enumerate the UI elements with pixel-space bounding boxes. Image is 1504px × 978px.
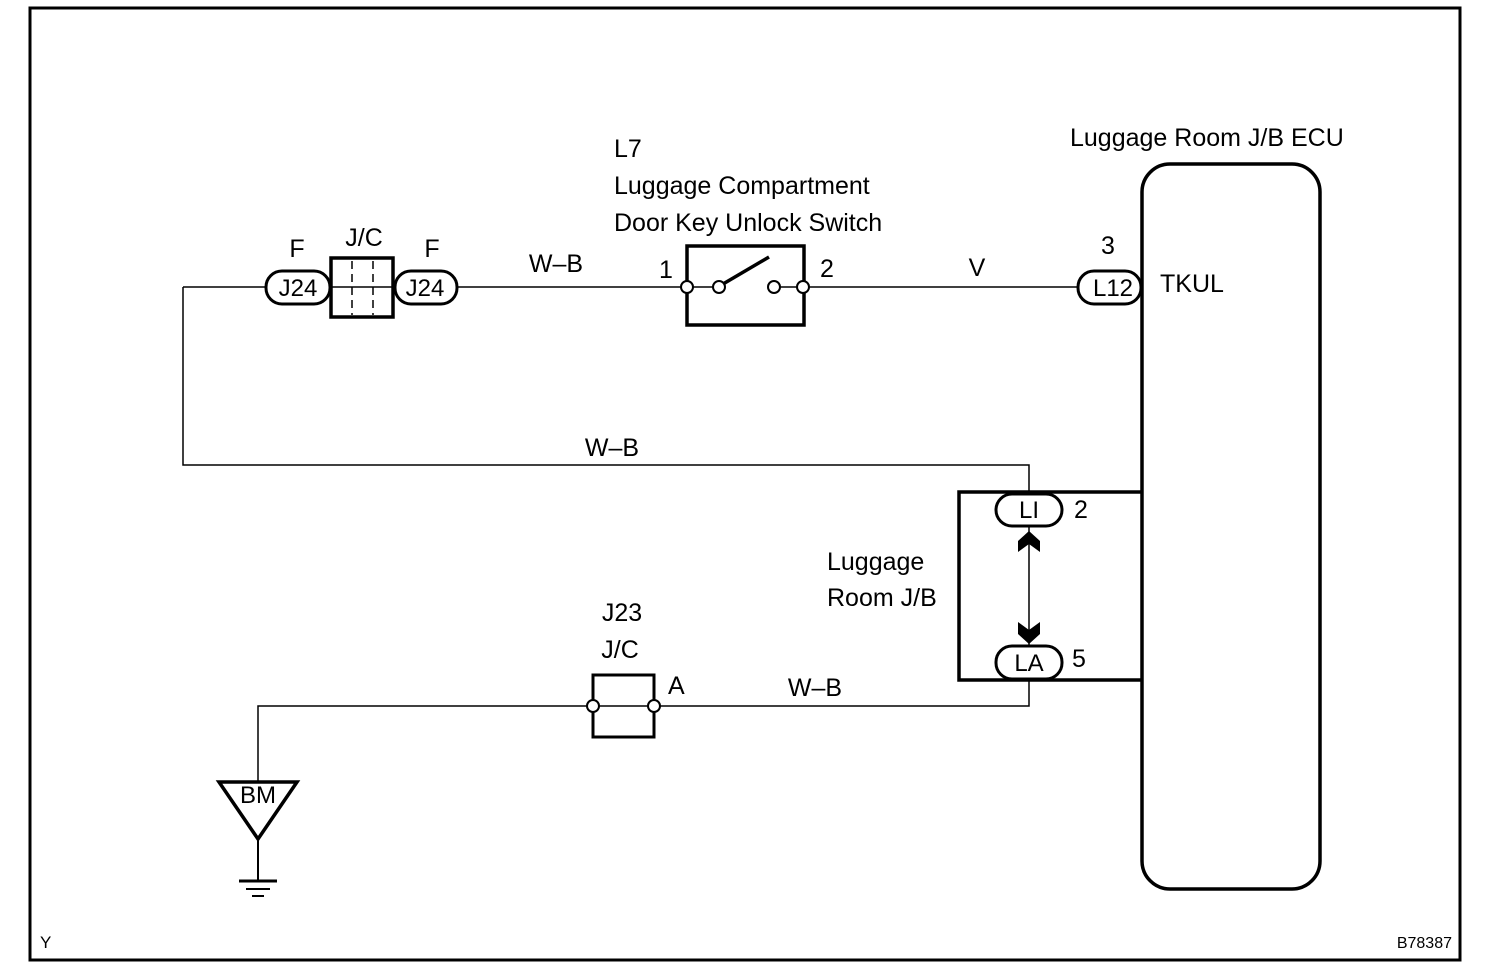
ground-icon: [239, 879, 277, 897]
connector-li-label: LI: [1019, 497, 1039, 524]
chevron-down-icon: [1018, 622, 1040, 644]
switch-pin1-label: 1: [659, 256, 673, 284]
switch-name-line2: Door Key Unlock Switch: [614, 209, 882, 237]
jc-right-side-label: F: [424, 235, 439, 263]
j23-label: J/C: [601, 636, 639, 664]
jb-name-line2: Room J/B: [827, 584, 937, 612]
j23-terminal-left: [586, 699, 600, 713]
wire-color-switch-to-ecu: V: [969, 254, 986, 282]
luggage-room-jb-ecu: Luggage Room J/B ECU 3 L12 TKUL: [1070, 124, 1344, 891]
connector-li-pin: 2: [1074, 496, 1088, 524]
junction-connector-j23: J23 J/C A: [586, 599, 685, 739]
switch-contact-right: [767, 280, 781, 294]
switch-box: [685, 244, 806, 327]
ecu-pin-number: 3: [1101, 232, 1115, 260]
jb-outline: [957, 490, 1142, 682]
switch-terminal-1: [680, 280, 694, 294]
jc-top-label: J/C: [345, 224, 383, 252]
ground-triangle: [215, 780, 301, 843]
jb-name-line1: Luggage: [827, 548, 924, 576]
ecu-title: Luggage Room J/B ECU: [1070, 124, 1344, 152]
wire-loop-to-jb: [182, 287, 1030, 492]
figure-id: B78387: [1397, 935, 1452, 952]
connector-j24-left: [264, 269, 332, 306]
connector-la: [994, 644, 1064, 681]
j23-code: J23: [602, 599, 642, 627]
ground-point-bm: BM: [215, 780, 301, 897]
connector-j24-right-label: J24: [406, 275, 445, 302]
connector-li: [994, 492, 1064, 528]
door-key-unlock-switch: L7 Luggage Compartment Door Key Unlock S…: [614, 135, 882, 327]
corner-label: Y: [40, 933, 51, 952]
wire-color-loop-to-jb: W–B: [585, 434, 639, 462]
wire-j23-to-ground: [257, 705, 593, 783]
connector-la-label: LA: [1014, 650, 1043, 677]
diagram-frame: [28, 6, 1462, 962]
switch-blade: [722, 255, 770, 286]
luggage-room-junction-block: Luggage Room J/B LI 2 LA 5: [827, 490, 1142, 682]
jc-left-side-label: F: [289, 235, 304, 263]
switch-code: L7: [614, 135, 642, 163]
switch-terminal-2: [796, 280, 810, 294]
wire-color-jb-to-j23: W–B: [788, 674, 842, 702]
connector-l12-label: L12: [1093, 275, 1133, 302]
junction-connector-j24: J/C F F J24 J24: [264, 224, 459, 319]
switch-name-line1: Luggage Compartment: [614, 172, 870, 200]
connector-j24-right: [393, 269, 459, 306]
connector-l12: [1076, 269, 1143, 306]
chevron-up-icon: [1018, 531, 1040, 552]
j23-terminal-right: [647, 699, 661, 713]
ground-label: BM: [240, 782, 276, 809]
switch-contact-left: [712, 280, 726, 294]
ecu-body: [1140, 162, 1322, 891]
wire-color-jc-to-switch: W–B: [529, 250, 583, 278]
wire-jb-to-j23: [654, 680, 1030, 707]
j23-side-label: A: [668, 672, 685, 700]
switch-pin2-label: 2: [820, 255, 834, 283]
connector-la-pin: 5: [1072, 645, 1086, 673]
ecu-signal-tkul: TKUL: [1160, 270, 1224, 298]
connector-j24-left-label: J24: [279, 275, 318, 302]
